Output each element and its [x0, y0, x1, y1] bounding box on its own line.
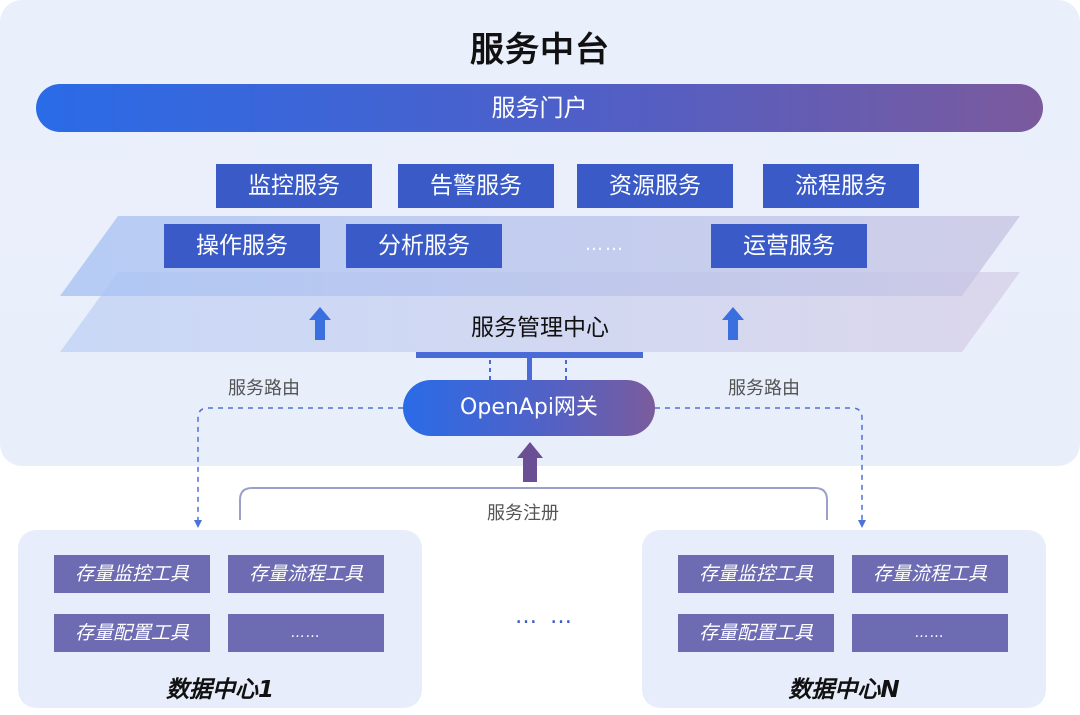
dc1-tool-monitoring[interactable]: 存量监控工具: [54, 555, 210, 593]
openapi-gateway[interactable]: OpenApi网关: [403, 380, 655, 436]
dc1-tool-config[interactable]: 存量配置工具: [54, 614, 210, 652]
gateway-connector-bar: [416, 352, 643, 358]
service-operation-mgmt[interactable]: 运营服务: [711, 224, 867, 268]
route-left-label: 服务路由: [228, 378, 300, 399]
service-resources[interactable]: 资源服务: [577, 164, 733, 208]
dc1-tool-workflow[interactable]: 存量流程工具: [228, 555, 384, 593]
page-title: 服务中台: [470, 30, 610, 70]
data-center-n-title: 数据中心N: [788, 677, 900, 703]
route-right-line: [655, 407, 863, 522]
data-centers-ellipsis: … …: [515, 604, 575, 629]
route-right-label: 服务路由: [728, 378, 800, 399]
dcn-tool-monitoring[interactable]: 存量监控工具: [678, 555, 834, 593]
service-analytics[interactable]: 分析服务: [346, 224, 502, 268]
dcn-tool-more[interactable]: ……: [852, 614, 1008, 652]
service-alerting[interactable]: 告警服务: [398, 164, 554, 208]
service-workflow[interactable]: 流程服务: [763, 164, 919, 208]
up-arrow-left-icon: [309, 307, 331, 340]
data-center-1-title: 数据中心1: [165, 677, 274, 703]
route-left-line: [197, 407, 403, 522]
registration-arrow-icon: [517, 442, 543, 482]
dcn-tool-workflow[interactable]: 存量流程工具: [852, 555, 1008, 593]
service-portal-bar[interactable]: 服务门户: [36, 84, 1043, 132]
up-arrow-right-icon: [722, 307, 744, 340]
dc1-tool-more[interactable]: ……: [228, 614, 384, 652]
dcn-tool-config[interactable]: 存量配置工具: [678, 614, 834, 652]
registration-label: 服务注册: [487, 503, 559, 524]
services-ellipsis: ……: [585, 234, 625, 255]
service-monitoring[interactable]: 监控服务: [216, 164, 372, 208]
management-center-label: 服务管理中心: [471, 315, 609, 341]
service-operations[interactable]: 操作服务: [164, 224, 320, 268]
registration-bracket: [239, 487, 828, 520]
